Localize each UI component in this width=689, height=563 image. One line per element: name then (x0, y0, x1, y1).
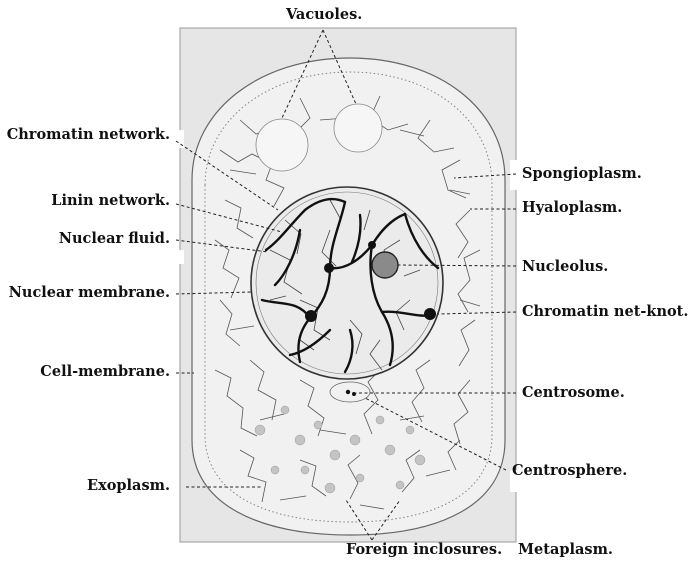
label-nuclear-membrane: Nuclear membrane. (9, 284, 170, 302)
label-chromatin-network: Chromatin network. (7, 126, 170, 144)
label-exoplasm: Exoplasm. (87, 477, 170, 495)
label-spongioplasm: Spongioplasm. (522, 165, 642, 183)
label-linin-network: Linin network. (51, 192, 170, 210)
panel-notch (176, 250, 184, 264)
label-foreign-inclosures: Foreign inclosures. (346, 541, 502, 559)
centrosome (352, 392, 356, 396)
chromatin-net-knot (368, 241, 376, 249)
label-chromatin-net-knot: Chromatin net-knot. (522, 303, 688, 321)
label-vacuoles: Vacuoles. (286, 6, 362, 24)
vacuole (334, 104, 382, 152)
chromatin-net-knot (305, 310, 317, 322)
label-cell-membrane: Cell-membrane. (40, 363, 170, 381)
label-centrosphere: Centrosphere. (512, 462, 627, 480)
label-centrosome: Centrosome. (522, 384, 625, 402)
label-nuclear-fluid: Nuclear fluid. (59, 230, 170, 248)
vacuole (256, 119, 308, 171)
label-metaplasm: Metaplasm. (518, 541, 613, 559)
chromatin-net-knot (424, 308, 436, 320)
label-nucleolus: Nucleolus. (522, 258, 608, 276)
nucleolus (372, 252, 398, 278)
chromatin-net-knot (324, 263, 334, 273)
nuclear-membrane (251, 187, 443, 379)
panel-notch (510, 160, 520, 190)
label-hyaloplasm: Hyaloplasm. (522, 199, 622, 217)
centrosome (346, 390, 350, 394)
